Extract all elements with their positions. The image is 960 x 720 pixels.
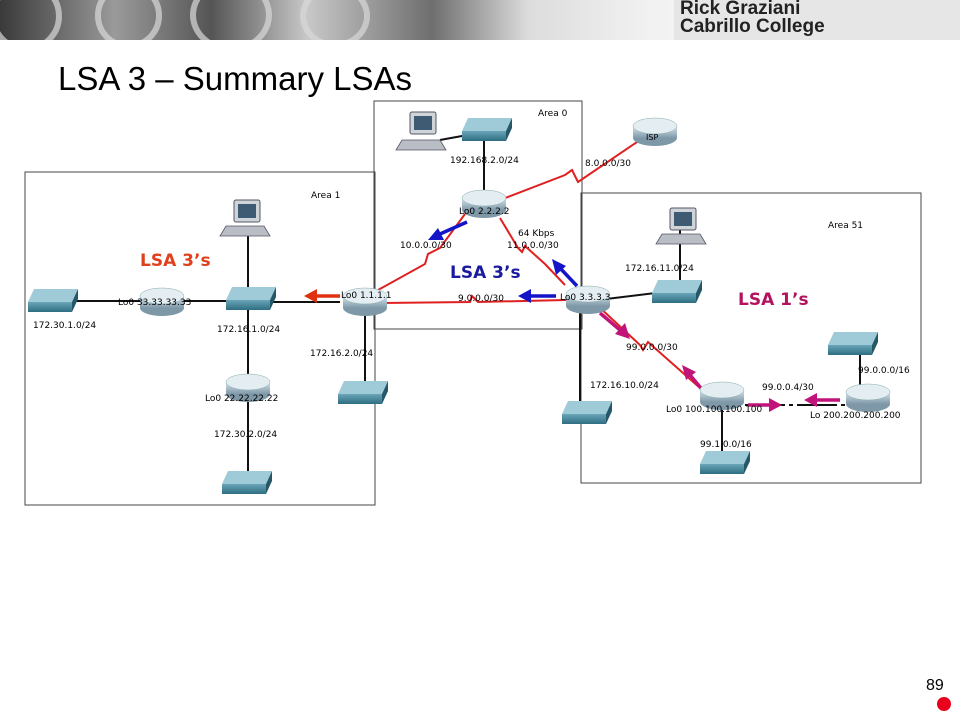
switch-icon bbox=[222, 471, 272, 494]
area0-box bbox=[373, 100, 583, 330]
bandwidth-label: 64 Kbps bbox=[518, 229, 555, 239]
net-99-0-0-0-16: 99.0.0.0/16 bbox=[858, 366, 910, 376]
switch-icon bbox=[28, 289, 78, 312]
banner-disc-image bbox=[95, 0, 162, 40]
switch-icon bbox=[828, 332, 878, 355]
switch-icon bbox=[226, 287, 276, 310]
serial-links bbox=[377, 139, 701, 389]
blue-arrow-r2-r1 bbox=[439, 220, 468, 236]
net-99-1: 99.1.0.0/16 bbox=[700, 440, 752, 450]
router-r22 bbox=[225, 373, 271, 402]
pc-icon bbox=[395, 111, 447, 151]
r200-label: Lo 200.200.200.200 bbox=[810, 411, 901, 421]
lsa3-center-callout: LSA 3’s bbox=[450, 263, 521, 283]
r22-label: Lo0 22.22.22.22 bbox=[205, 394, 278, 404]
net-8: 8.0.0.0/30 bbox=[585, 159, 631, 169]
router-r33 bbox=[139, 287, 185, 316]
blue-arrow-r3-r2 bbox=[558, 266, 579, 288]
area1-label: Area 1 bbox=[311, 191, 340, 201]
r1-label: Lo0 1.1.1.1 bbox=[341, 291, 391, 301]
net-172-16-1: 172.16.1.0/24 bbox=[217, 325, 280, 335]
slide-number: 89 bbox=[926, 677, 944, 694]
area51-label: Area 51 bbox=[828, 221, 863, 231]
switch-icon bbox=[338, 381, 388, 404]
router-isp bbox=[632, 117, 678, 146]
magenta-arrow-to-r3 bbox=[598, 311, 622, 332]
switch-icon bbox=[700, 451, 750, 474]
pc-icon bbox=[219, 199, 271, 237]
router-r100 bbox=[699, 381, 745, 410]
header-text-box: Rick Graziani Cabrillo College bbox=[674, 0, 960, 40]
switch-icon bbox=[562, 401, 612, 424]
r3-label: Lo0 3.3.3.3 bbox=[560, 293, 610, 303]
switch-icon bbox=[462, 118, 512, 141]
area0-label: Area 0 bbox=[538, 109, 568, 119]
net-99-0-0-4: 99.0.0.4/30 bbox=[762, 383, 814, 393]
net-99-0-0-0-30: 99.0.0.0/30 bbox=[626, 343, 678, 353]
r100-label: Lo0 100.100.100.100 bbox=[666, 405, 763, 415]
banner-disc-image bbox=[300, 0, 370, 40]
area1-box bbox=[24, 171, 376, 506]
net-172-30-2: 172.30.2.0/24 bbox=[214, 430, 277, 440]
net-172-16-2: 172.16.2.0/24 bbox=[310, 349, 373, 359]
router-r3 bbox=[565, 285, 611, 314]
lsa3-left-callout: LSA 3’s bbox=[140, 251, 211, 271]
net-10: 10.0.0.0/30 bbox=[400, 241, 452, 251]
net-172-16-10: 172.16.10.0/24 bbox=[590, 381, 659, 391]
red-dot-marker bbox=[937, 697, 951, 711]
lsa1-right-callout: LSA 1’s bbox=[738, 290, 809, 310]
banner-disc-image bbox=[0, 0, 62, 40]
pc-icon bbox=[655, 207, 707, 245]
slide-title: LSA 3 – Summary LSAs bbox=[58, 60, 412, 97]
net-9: 9.0.0.0/30 bbox=[458, 294, 504, 304]
router-r200 bbox=[845, 383, 891, 412]
router-r2 bbox=[461, 189, 507, 218]
header-line2: Cabrillo College bbox=[680, 16, 825, 37]
net-172-30-1: 172.30.1.0/24 bbox=[33, 321, 96, 331]
r2-label: Lo0 2.2.2.2 bbox=[459, 207, 509, 217]
r33-label: Lo0 33.33.33.33 bbox=[118, 298, 191, 308]
net-172-16-11: 172.16.11.0/24 bbox=[625, 264, 694, 274]
red-arrowhead bbox=[304, 289, 317, 303]
header-banner: Rick Graziani Cabrillo College bbox=[0, 0, 960, 40]
router-r1 bbox=[342, 287, 388, 316]
banner-disc-image bbox=[190, 0, 272, 40]
switch-icon bbox=[652, 280, 702, 303]
net-11: 11.0.0.0/30 bbox=[507, 241, 559, 251]
net-192: 192.168.2.0/24 bbox=[450, 156, 519, 166]
header-line1: Rick Graziani bbox=[680, 0, 801, 19]
isp-label: ISP bbox=[646, 133, 658, 142]
